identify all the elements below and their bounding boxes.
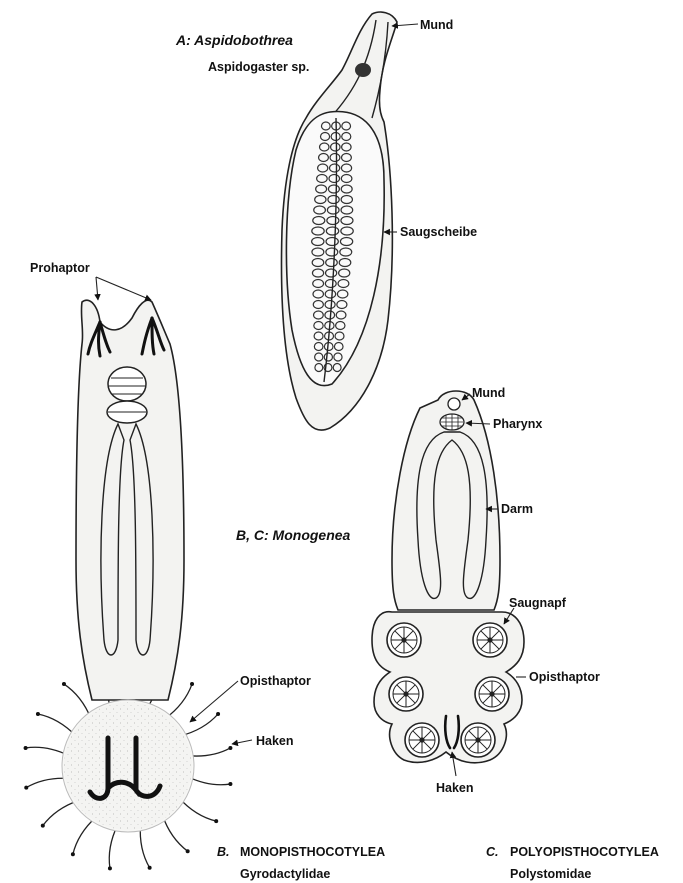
pharynx bbox=[355, 63, 371, 77]
c-mouth bbox=[448, 398, 460, 410]
sucker-3 bbox=[389, 677, 423, 711]
caption-b-family: Gyrodactylidae bbox=[240, 867, 330, 881]
label-c-pharynx: Pharynx bbox=[493, 417, 542, 431]
caption-aspidogaster: Aspidogaster sp. bbox=[208, 60, 309, 74]
hook-tip bbox=[71, 852, 75, 856]
hook-tip bbox=[62, 682, 66, 686]
hook-tip bbox=[41, 824, 45, 828]
marginal-hook bbox=[162, 815, 187, 851]
sucker-5 bbox=[405, 723, 439, 757]
label-a-saugscheibe: Saugscheibe bbox=[400, 225, 477, 239]
specimen-b-gyrodactylus bbox=[24, 300, 233, 870]
sucker-2 bbox=[473, 623, 507, 657]
marginal-hook bbox=[73, 817, 96, 854]
caption-c-family: Polystomidae bbox=[510, 867, 591, 881]
title-monogenea: B, C: Monogenea bbox=[236, 527, 351, 543]
b-body bbox=[76, 300, 184, 700]
hook-tip bbox=[228, 782, 232, 786]
hook-tip bbox=[24, 746, 28, 750]
label-c-opisthaptor: Opisthaptor bbox=[529, 670, 600, 684]
caption-b-order: MONOPISTHOCOTYLEA bbox=[240, 845, 385, 859]
marginal-hook bbox=[140, 825, 149, 868]
sucker-4 bbox=[475, 677, 509, 711]
marginal-hook bbox=[38, 714, 76, 736]
label-b-haken: Haken bbox=[256, 734, 294, 748]
label-c-haken: Haken bbox=[436, 781, 474, 795]
label-c-darm: Darm bbox=[501, 502, 533, 516]
hook-tip bbox=[24, 786, 28, 790]
label-c-mund: Mund bbox=[472, 386, 505, 400]
caption-c-order: POLYOPISTHOCOTYLEA bbox=[510, 845, 659, 859]
marginal-hook bbox=[180, 714, 218, 736]
specimen-a-aspidogaster bbox=[282, 12, 397, 430]
hook-tip bbox=[216, 712, 220, 716]
label-b-prohaptor: Prohaptor bbox=[30, 261, 90, 275]
caption-b-letter: B. bbox=[217, 845, 230, 859]
sucker-6 bbox=[461, 723, 495, 757]
title-aspidobothrea: A: Aspidobothrea bbox=[175, 32, 293, 48]
hook-tip bbox=[108, 866, 112, 870]
b-pharynx bbox=[108, 367, 146, 401]
marginal-hook bbox=[26, 778, 69, 787]
hook-tip bbox=[228, 746, 232, 750]
label-a-mund: Mund bbox=[420, 18, 453, 32]
hook-tip bbox=[214, 819, 218, 823]
marginal-hook bbox=[109, 825, 117, 868]
hook-tip bbox=[36, 712, 40, 716]
marginal-hook bbox=[43, 800, 79, 825]
marginal-hook bbox=[179, 798, 216, 821]
marginal-hook bbox=[187, 748, 230, 756]
hook-tip bbox=[186, 849, 190, 853]
sucker-1 bbox=[387, 623, 421, 657]
caption-c-letter: C. bbox=[486, 845, 499, 859]
specimen-c-polystoma bbox=[372, 391, 524, 763]
marginal-hook bbox=[187, 776, 230, 784]
hook-tip bbox=[190, 682, 194, 686]
marginal-hook bbox=[64, 684, 91, 719]
hook-tip bbox=[148, 866, 152, 870]
label-c-saugnapf: Saugnapf bbox=[509, 596, 567, 610]
marginal-hook bbox=[26, 747, 69, 755]
label-b-opisthaptor: Opisthaptor bbox=[240, 674, 311, 688]
